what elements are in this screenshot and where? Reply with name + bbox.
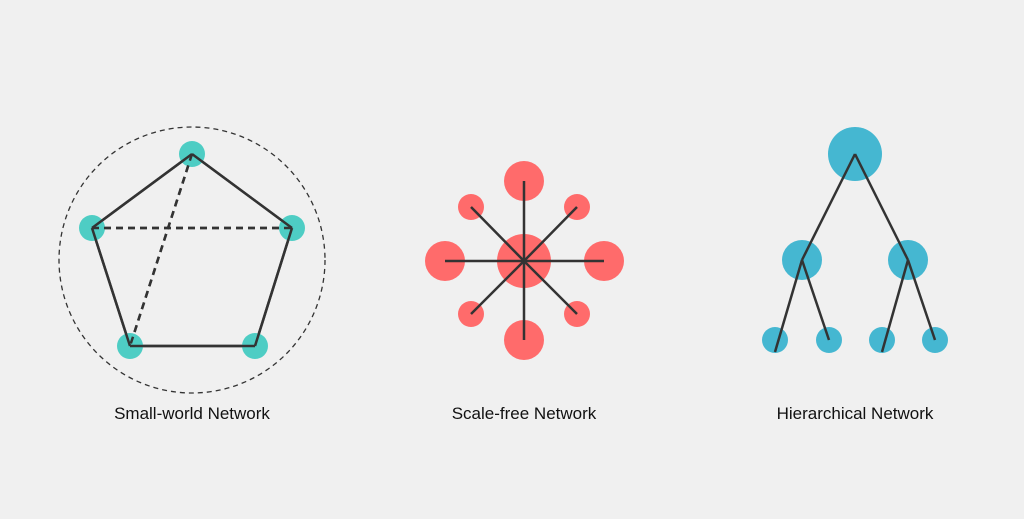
small-world-label: Small-world Network (114, 404, 270, 423)
small-world-edge-overlay (191, 152, 293, 230)
scale-free-label: Scale-free Network (452, 404, 597, 423)
hierarchical-edge (853, 153, 910, 261)
small-world-edge-overlay (253, 227, 294, 347)
small-world-network: Small-world Network (58, 126, 326, 423)
small-world-edge-overlay (90, 227, 132, 347)
small-world-shortcut-overlay (128, 153, 194, 347)
small-world-edge-overlay (91, 152, 193, 230)
hierarchical-label: Hierarchical Network (777, 404, 934, 423)
scale-free-network: Scale-free Network (425, 161, 624, 423)
small-world-boundary-circle (58, 126, 326, 394)
hierarchical-edge (773, 259, 804, 353)
scale-free-edge (470, 206, 525, 262)
hierarchical-edge (880, 259, 910, 353)
hierarchical-edge (906, 259, 937, 341)
scale-free-edge (523, 260, 578, 315)
hierarchical-edge (800, 153, 857, 261)
hierarchical-edge (800, 259, 831, 341)
scale-free-edge (523, 206, 578, 262)
hierarchical-network: Hierarchical Network (762, 127, 948, 423)
scale-free-edge (470, 260, 525, 315)
